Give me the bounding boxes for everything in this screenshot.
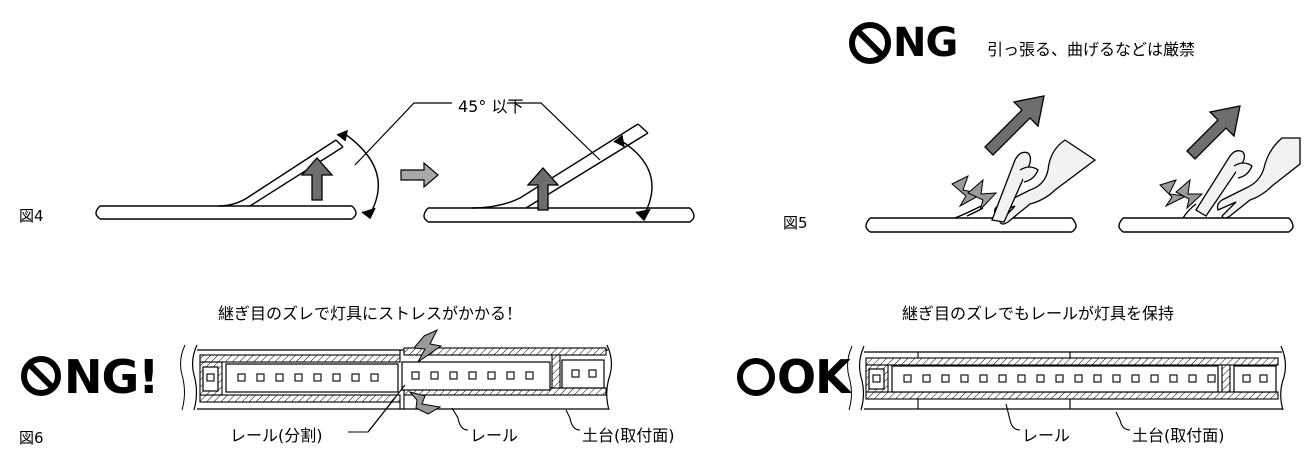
fig5-strip-right (1118, 203, 1294, 233)
fig6-ng-lamp (202, 359, 605, 393)
fig5-diagram (865, 203, 1294, 233)
fig4-angle-callout (354, 102, 601, 166)
fig5-ng-icon (849, 22, 891, 64)
fig6-ng-mark: NG! (64, 350, 159, 404)
fig6-ok-leds (872, 374, 1268, 383)
fig6-ng-sparks (408, 328, 443, 415)
fig6-ok-callouts (1005, 403, 1131, 431)
fig6-ng-caption: 継ぎ目のズレで灯具にストレスがかかる！ (218, 304, 523, 323)
fig6-ng-callout-rail: レール (470, 426, 519, 445)
fig6-ok-caption: 継ぎ目のズレでもレールが灯具を保持 (902, 304, 1175, 323)
fig5-pull-arrow-right (1186, 105, 1241, 160)
fig6-ok-base (847, 345, 1287, 411)
fig6-ng-callout-split-rail: レール(分割) (230, 426, 323, 445)
fig4-curve-arrow-right (613, 134, 653, 222)
fig6-ok-diagram (847, 345, 1287, 431)
fig6-ok-callout-base: 土台(取付面) (1132, 426, 1225, 445)
fig4-right-arrow (400, 161, 439, 189)
fig6-ng-leds (206, 369, 597, 382)
fig5-pull-arrow-left (984, 95, 1045, 156)
fig6-ok-callout-rail: レール (1022, 426, 1071, 445)
fig4-base-strip-right (423, 207, 695, 223)
fig6-ng-callouts (348, 384, 581, 433)
fig5-ng-mark: NG (893, 20, 958, 66)
fig6-ok-icon (737, 358, 775, 396)
fig6-ok-lamp (868, 365, 1277, 393)
fig4-curve-arrow-left (336, 129, 379, 220)
fig4-base-strip-left (95, 205, 357, 220)
fig5-sparks (951, 174, 1204, 211)
fig4-angle-label: 45° 以下 (458, 97, 524, 116)
fig4-lifted-strip-left (217, 139, 344, 207)
fig5-hand-left (991, 139, 1097, 225)
fig4-up-arrow-left (300, 157, 334, 201)
fig5-strip-left (865, 203, 1077, 233)
fig6-ng-callout-base: 土台(取付面) (582, 426, 675, 445)
fig6-ng-icon (21, 356, 61, 396)
fig4-diagram (95, 102, 695, 223)
fig6-ok-mark: OK (777, 350, 851, 404)
fig6-label: 図6 (19, 429, 44, 447)
fig6-ng-diagram (180, 328, 613, 433)
fig5-label: 図5 (783, 214, 808, 232)
fig4-label: 図4 (19, 207, 44, 225)
fig5-hand-right (1195, 137, 1301, 219)
fig4-up-arrow-right (526, 167, 560, 211)
fig5-caption: 引っ張る、曲げるなどは厳禁 (987, 40, 1196, 59)
